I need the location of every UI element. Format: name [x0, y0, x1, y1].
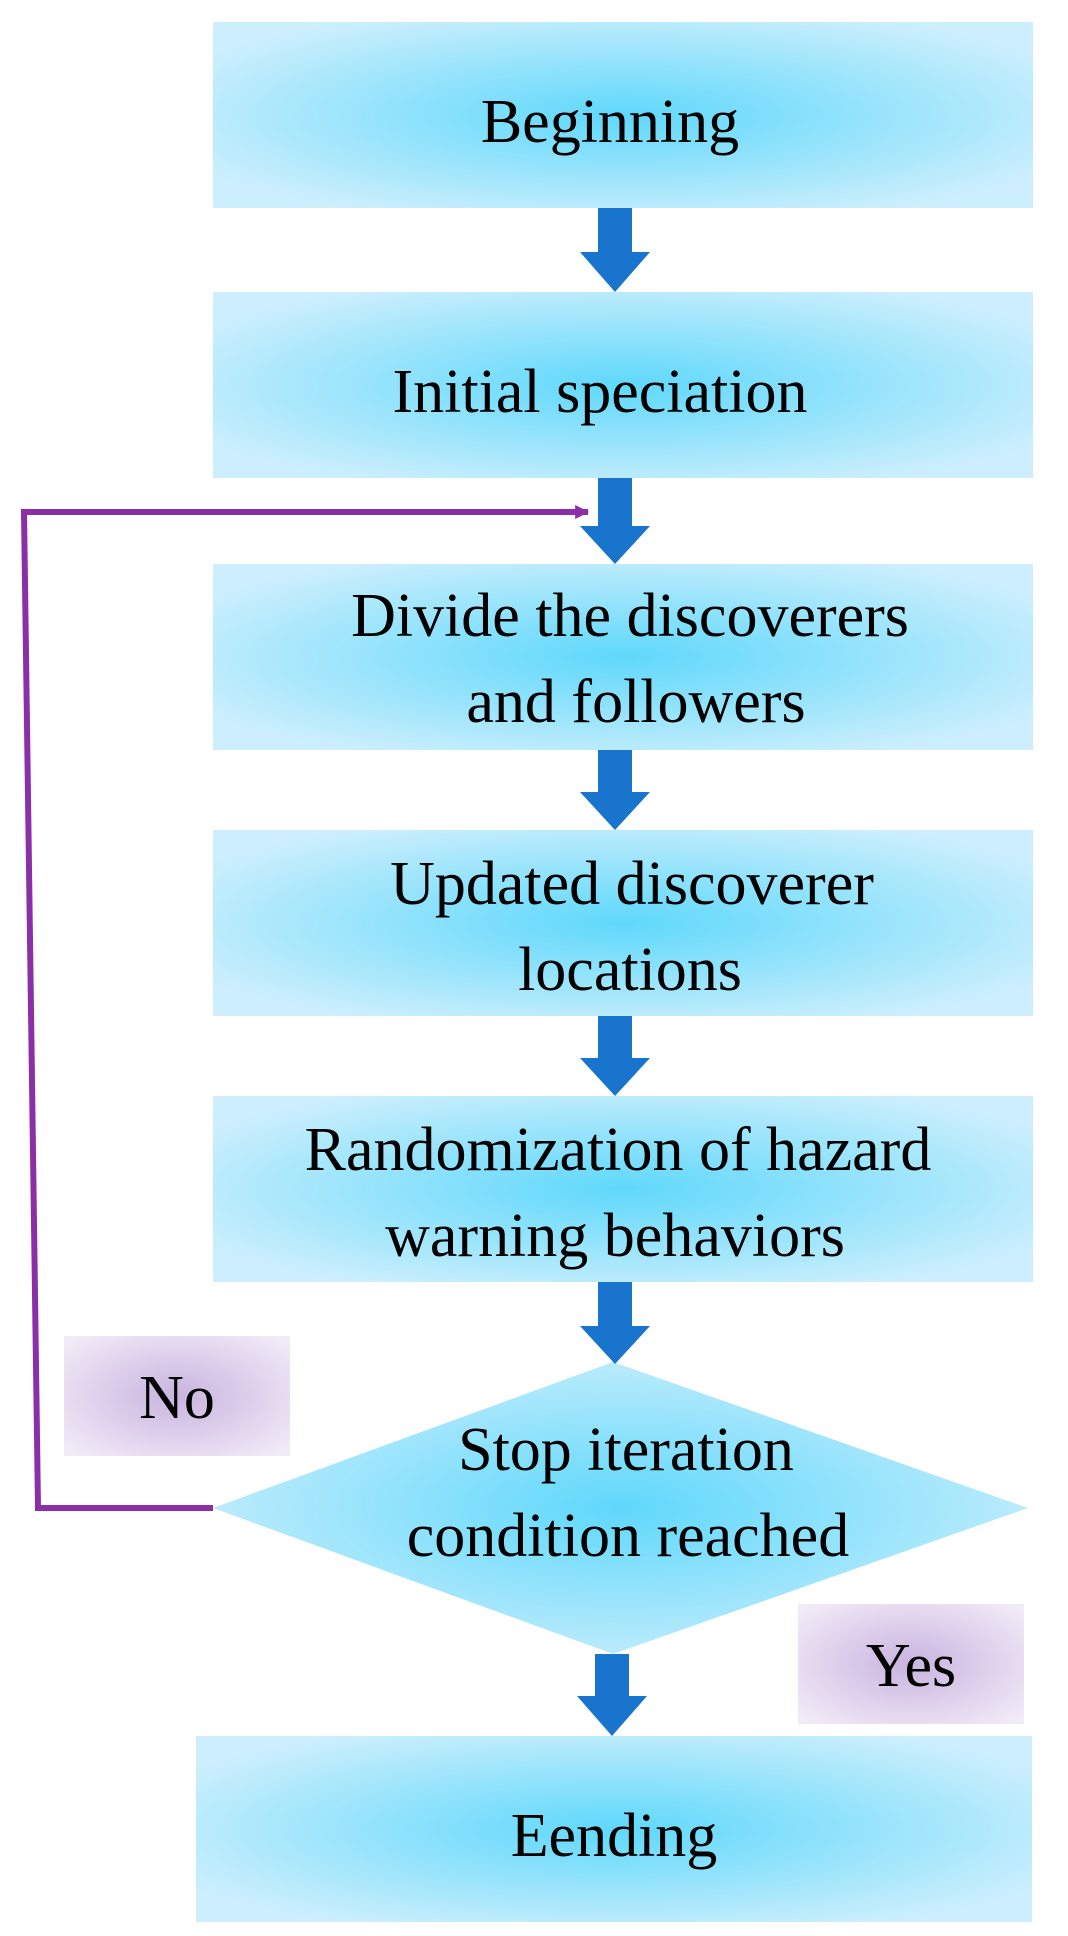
- no-loop-connector: [20, 505, 590, 1511]
- random-box: [213, 1096, 1033, 1282]
- arrow-stop-to-ending: [577, 1654, 647, 1736]
- update-label-line1: Updated discoverer: [390, 850, 874, 918]
- no-label-box: [64, 1336, 290, 1456]
- initial-speciation-box: [213, 292, 1033, 478]
- ending-label: Eending: [511, 1802, 718, 1870]
- divide-label-line2: and followers: [466, 668, 805, 736]
- arrow-initial-to-divide: [580, 478, 650, 564]
- beginning-box: [213, 22, 1033, 208]
- ending-box: [196, 1736, 1032, 1922]
- random-label-line1: Randomization of hazard: [305, 1116, 932, 1184]
- random-label-line2: warning behaviors: [385, 1202, 845, 1270]
- stop-label-line2: condition reached: [407, 1502, 849, 1570]
- update-label-line2: locations: [518, 936, 742, 1004]
- yes-label-box: [798, 1604, 1024, 1724]
- stop-label-line1: Stop iteration: [458, 1416, 794, 1484]
- beginning-label: Beginning: [481, 88, 739, 156]
- arrow-random-to-stop: [580, 1282, 650, 1364]
- divide-label-line1: Divide the discoverers: [351, 582, 909, 650]
- initial-speciation-label: Initial speciation: [393, 358, 808, 426]
- stop-decision-diamond: [213, 1362, 1028, 1654]
- yes-label: Yes: [866, 1632, 956, 1700]
- no-label: No: [139, 1364, 215, 1432]
- arrow-divide-to-update: [580, 750, 650, 830]
- update-box: [213, 830, 1033, 1016]
- divide-box: [213, 564, 1033, 750]
- arrow-update-to-random: [580, 1016, 650, 1096]
- arrow-beginning-to-initial: [580, 208, 650, 292]
